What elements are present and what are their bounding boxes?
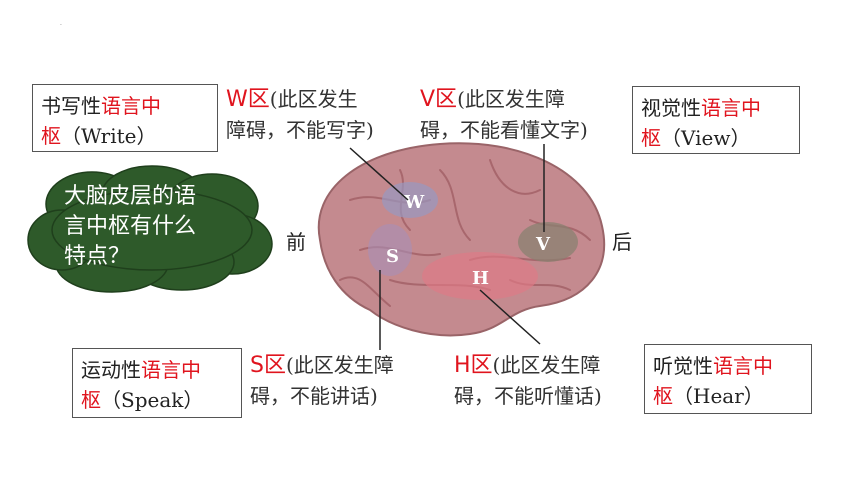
brain-label-v: V xyxy=(535,234,551,255)
brain-label-s: S xyxy=(386,246,399,267)
question-cloud xyxy=(27,165,273,293)
zone-s-line2: 碍，不能讲话) xyxy=(250,384,378,408)
zone-v-description: V区(此区发生障 碍，不能看懂文字) xyxy=(420,84,588,145)
speak-red-text-2: 枢 xyxy=(81,388,101,412)
zone-w-description: W区(此区发生 障碍，不能写字) xyxy=(226,84,374,145)
zone-v-code: V区 xyxy=(420,87,458,112)
write-suffix: （Write） xyxy=(61,124,157,148)
zone-s-description: S区(此区发生障 碍，不能讲话) xyxy=(250,350,394,411)
zone-s-region xyxy=(368,224,412,276)
hear-red-text-2: 枢 xyxy=(653,384,673,408)
zone-h-line1: (此区发生障 xyxy=(492,353,601,377)
write-prefix: 书写性 xyxy=(41,94,101,118)
speak-center-box: 运动性语言中 枢（Speak） xyxy=(72,348,242,418)
direction-front: 前 xyxy=(286,230,306,254)
direction-back: 后 xyxy=(612,230,632,254)
view-prefix: 视觉性 xyxy=(641,96,701,120)
zone-s-code: S区 xyxy=(250,353,286,378)
corner-mark: · xyxy=(60,22,62,29)
zone-w-line1: (此区发生 xyxy=(269,87,358,111)
question-line2: 言中枢有什么 xyxy=(64,214,197,239)
zone-v-line1: (此区发生障 xyxy=(457,87,565,111)
speak-prefix: 运动性 xyxy=(81,358,141,382)
write-red-text-2: 枢 xyxy=(41,124,61,148)
brain-label-h: H xyxy=(472,268,489,289)
write-center-box: 书写性语言中 枢（Write） xyxy=(32,84,218,152)
zone-v-line2: 碍，不能看懂文字) xyxy=(420,118,588,142)
view-suffix: （View） xyxy=(661,126,751,150)
question-line3: 特点？ xyxy=(64,244,131,269)
zone-w-line2: 障碍，不能写字) xyxy=(226,118,374,142)
zone-h-region xyxy=(422,252,538,300)
zone-w-code: W区 xyxy=(226,87,270,112)
hear-prefix: 听觉性 xyxy=(653,354,713,378)
zone-h-line2: 碍，不能听懂话) xyxy=(454,384,602,408)
zone-v-region xyxy=(518,222,578,262)
brain-label-w: W xyxy=(403,192,425,213)
view-red-text: 语言中 xyxy=(701,96,761,120)
write-red-text: 语言中 xyxy=(101,94,161,118)
question-line1: 大脑皮层的语 xyxy=(64,184,197,209)
question-text: 大脑皮层的语 言中枢有什么 特点？ xyxy=(64,182,234,272)
brain-illustration: W S H V xyxy=(317,142,606,337)
zone-h-description: H区(此区发生障 碍，不能听懂话) xyxy=(454,350,602,411)
zone-h-code: H区 xyxy=(454,353,493,378)
hear-suffix: （Hear） xyxy=(673,384,764,408)
view-red-text-2: 枢 xyxy=(641,126,661,150)
speak-red-text: 语言中 xyxy=(141,358,201,382)
view-center-box: 视觉性语言中 枢（View） xyxy=(632,86,800,154)
hear-center-box: 听觉性语言中 枢（Hear） xyxy=(644,344,812,414)
speak-suffix: （Speak） xyxy=(101,388,204,412)
zone-s-line1: (此区发生障 xyxy=(285,353,394,377)
hear-red-text: 语言中 xyxy=(713,354,773,378)
